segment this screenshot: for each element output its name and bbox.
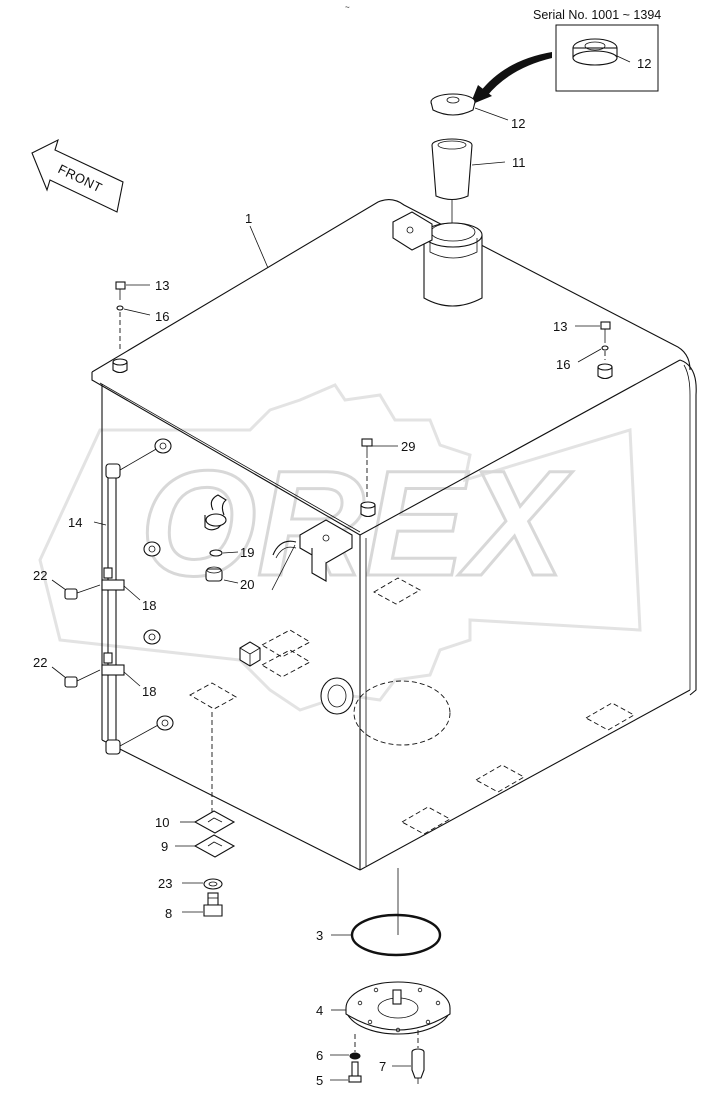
callout-22-upper: 22 — [33, 568, 47, 583]
o-ring-3 — [350, 913, 442, 957]
callout-4: 4 — [316, 1003, 323, 1018]
block-fitting — [239, 641, 261, 667]
plug-29 — [361, 438, 373, 498]
callout-6: 6 — [316, 1048, 323, 1063]
callout-8: 8 — [165, 906, 172, 921]
boss-top-left — [112, 358, 128, 374]
bolt-5 — [348, 1061, 362, 1083]
elbow-fitting — [204, 494, 227, 557]
drain-plug-7 — [411, 1048, 425, 1084]
callout-1: 1 — [245, 211, 252, 226]
pad-right-face-2 — [585, 702, 635, 731]
bolt-13-right — [600, 321, 611, 360]
cover-plate-4 — [345, 981, 451, 1035]
callout-14: 14 — [68, 515, 82, 530]
top-mark: ~ — [345, 3, 350, 12]
bolt-22-upper — [64, 584, 101, 600]
oval-port — [320, 677, 354, 715]
callout-12: 12 — [511, 116, 525, 131]
spacer-2 — [143, 541, 161, 557]
watermark-gear — [38, 383, 642, 712]
inset-pointer-arrow — [480, 52, 552, 96]
callout-12-inset: 12 — [637, 56, 651, 71]
spacer-3 — [143, 629, 161, 645]
callout-3: 3 — [316, 928, 323, 943]
washer-6 — [349, 1052, 361, 1060]
callout-13-left: 13 — [155, 278, 169, 293]
spacer-1 — [154, 438, 172, 454]
callout-22-lower: 22 — [33, 655, 47, 670]
callout-29: 29 — [401, 439, 415, 454]
callout-9: 9 — [161, 839, 168, 854]
callout-18-lower: 18 — [142, 684, 156, 699]
pad-outline-2 — [261, 649, 311, 678]
cover-outline — [353, 680, 451, 746]
callout-16-right: 16 — [556, 357, 570, 372]
boss-top-right — [597, 363, 613, 380]
pad-right-face-1 — [373, 577, 421, 605]
callout-23: 23 — [158, 876, 172, 891]
front-direction-arrow: FRONT — [31, 138, 124, 213]
pad-right-face-4 — [401, 806, 451, 835]
bolt-8 — [203, 892, 223, 917]
callout-18-upper: 18 — [142, 598, 156, 613]
bolt-22-lower — [64, 669, 101, 688]
callout-11: 11 — [512, 155, 526, 170]
callout-7: 7 — [379, 1059, 386, 1074]
callout-20: 20 — [240, 577, 254, 592]
filter-cap-part — [430, 93, 476, 116]
shim-10 — [193, 810, 236, 834]
hose-stub — [272, 540, 297, 556]
washer-23 — [203, 878, 223, 890]
boss-center — [360, 501, 376, 518]
mount-bracket — [299, 519, 353, 582]
callout-10: 10 — [155, 815, 169, 830]
bolt-13-left — [115, 281, 126, 350]
inset-pointer-arrowhead — [470, 85, 492, 105]
pad-right-face-3 — [475, 764, 525, 793]
pad-outline-1 — [261, 629, 311, 658]
callout-5: 5 — [316, 1073, 323, 1088]
strainer-part — [431, 138, 473, 201]
callout-16-left: 16 — [155, 309, 169, 324]
serial-inset — [555, 24, 659, 92]
hydraulic-tank — [91, 199, 697, 871]
spacer-4 — [156, 715, 174, 731]
shim-9 — [193, 834, 236, 858]
callout-19: 19 — [240, 545, 254, 560]
level-gauge — [101, 447, 161, 755]
plug-20 — [205, 566, 223, 582]
pad-left-face — [189, 682, 237, 710]
callout-13-right: 13 — [553, 319, 567, 334]
serial-number-note: Serial No. 1001 ~ 1394 — [533, 8, 661, 22]
